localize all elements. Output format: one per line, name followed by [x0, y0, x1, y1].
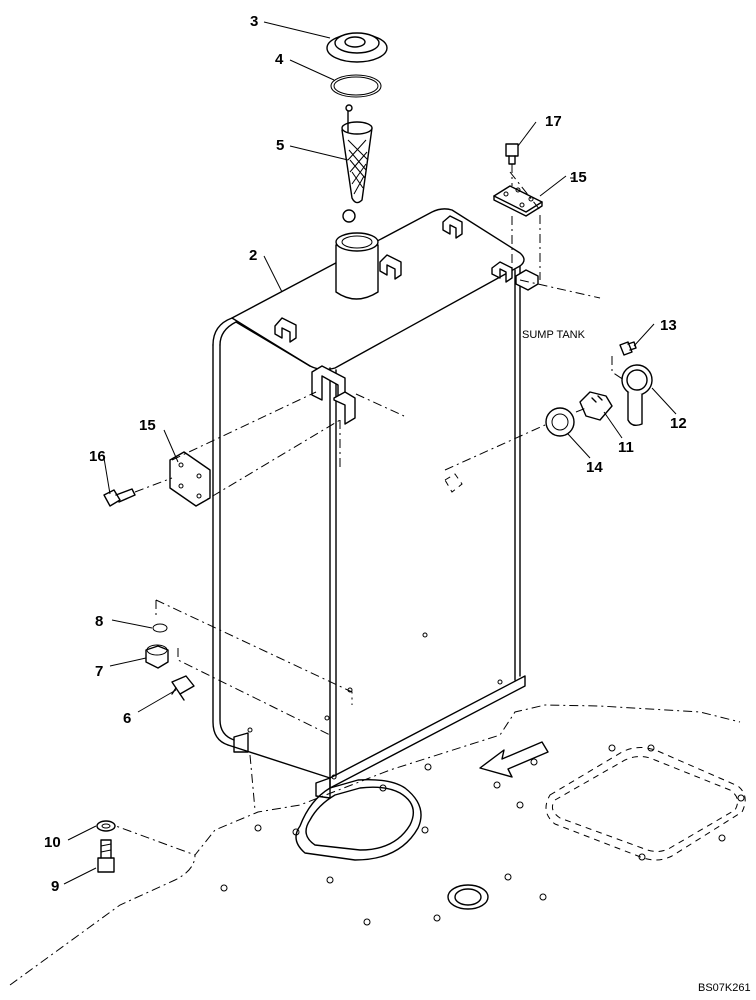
- front-arrow-icon: [479, 741, 549, 778]
- sump-tank-label: SUMP TANK: [522, 329, 586, 341]
- gauge-adapter: [579, 391, 613, 421]
- o-ring: [330, 74, 382, 98]
- callout-14: 14: [586, 459, 603, 476]
- floor-plate: [9, 704, 746, 986]
- mount-plate-right: [493, 185, 543, 217]
- callout-16: 16: [89, 448, 106, 465]
- callout-6: 6: [123, 710, 131, 727]
- bolt-16: [103, 488, 136, 507]
- callout-13: 13: [660, 317, 677, 334]
- callout-3: 3: [250, 13, 258, 30]
- callout-10: 10: [44, 834, 61, 851]
- callout-8: 8: [95, 613, 103, 630]
- mount-plate-left: [169, 451, 211, 507]
- callout-4: 4: [275, 51, 284, 68]
- callout-9: 9: [51, 878, 59, 895]
- sight-gauge: [621, 364, 653, 427]
- callout-12: 12: [670, 415, 687, 432]
- callout-15-lower: 15: [139, 417, 156, 434]
- bolt-9: [97, 839, 115, 873]
- floor-holes: [220, 744, 745, 926]
- callout-15-upper: 15: [570, 169, 587, 186]
- drain-valve-6: [171, 675, 195, 701]
- callout-5: 5: [276, 137, 284, 154]
- callout-11: 11: [618, 439, 634, 456]
- o-ring-8: [152, 623, 168, 633]
- strainer: [341, 104, 373, 223]
- bolt-13: [619, 341, 637, 356]
- gasket-14: [545, 407, 575, 437]
- plug-7: [145, 644, 169, 669]
- bolt-17: [505, 143, 519, 165]
- leader-lines: [63, 21, 677, 885]
- callout-2: 2: [249, 247, 257, 264]
- callout-7: 7: [95, 663, 103, 680]
- washer-10: [96, 820, 116, 832]
- drawing-code: BS07K261: [698, 982, 751, 994]
- sump-tank: [212, 208, 539, 799]
- callout-17: 17: [545, 113, 562, 130]
- filler-cap: [326, 32, 388, 63]
